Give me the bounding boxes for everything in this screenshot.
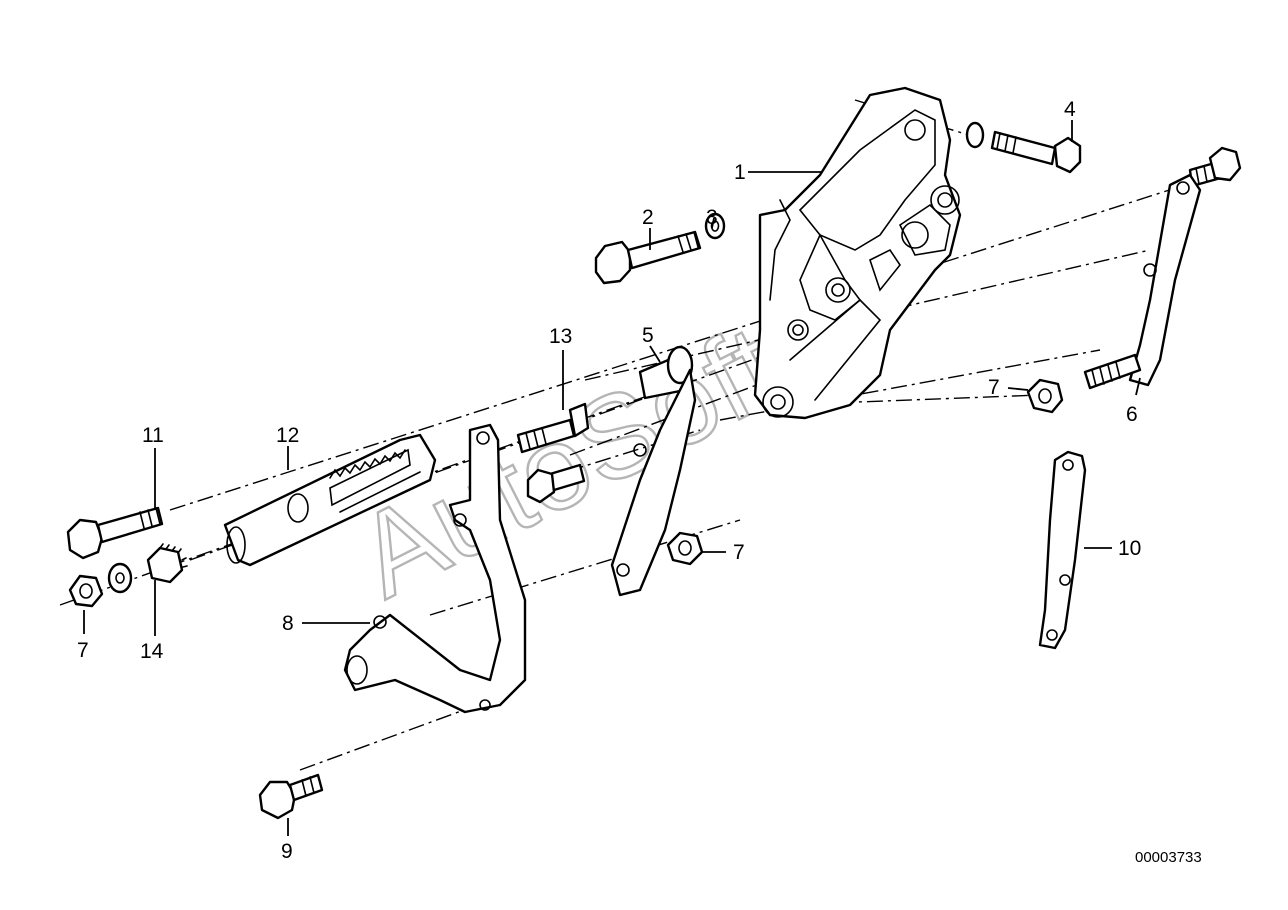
callout-1: 1 — [734, 161, 746, 184]
bolt-2 — [594, 230, 702, 285]
callout-12: 12 — [276, 424, 299, 447]
callout-11: 11 — [142, 424, 164, 447]
nut-7-left — [68, 562, 133, 608]
callout-2: 2 — [642, 206, 654, 229]
bolt-11 — [66, 506, 164, 560]
bolt-top-right — [1188, 146, 1242, 188]
strap-10 — [1038, 450, 1087, 650]
spacer-5 — [610, 345, 697, 597]
callout-5: 5 — [642, 324, 654, 347]
leader-lines — [83, 120, 1141, 836]
bracket-8 — [343, 423, 527, 714]
callout-3: 3 — [706, 206, 718, 229]
callout-9: 9 — [281, 840, 293, 863]
callout-7-left: 7 — [77, 639, 89, 662]
callout-7-center: 7 — [733, 541, 745, 564]
adjusting-rack-12 — [223, 433, 437, 567]
washer-3 — [704, 212, 726, 240]
bolt-9 — [258, 773, 324, 820]
callout-4: 4 — [1064, 98, 1076, 121]
main-bracket — [753, 86, 962, 420]
callout-14: 14 — [140, 640, 164, 663]
bolt-4 — [965, 121, 1082, 174]
callout-7-right: 7 — [988, 376, 1000, 399]
strap-6 — [1083, 173, 1202, 390]
nut-7-center — [666, 531, 704, 566]
gear-nut-14 — [146, 543, 188, 584]
callout-6: 6 — [1126, 403, 1138, 426]
callout-10: 10 — [1118, 537, 1141, 560]
callout-13: 13 — [549, 325, 572, 348]
bolt-13 — [516, 402, 590, 504]
callout-8: 8 — [282, 612, 294, 635]
nut-7-right — [1026, 378, 1064, 414]
drawing-number: 00003733 — [1135, 849, 1202, 866]
